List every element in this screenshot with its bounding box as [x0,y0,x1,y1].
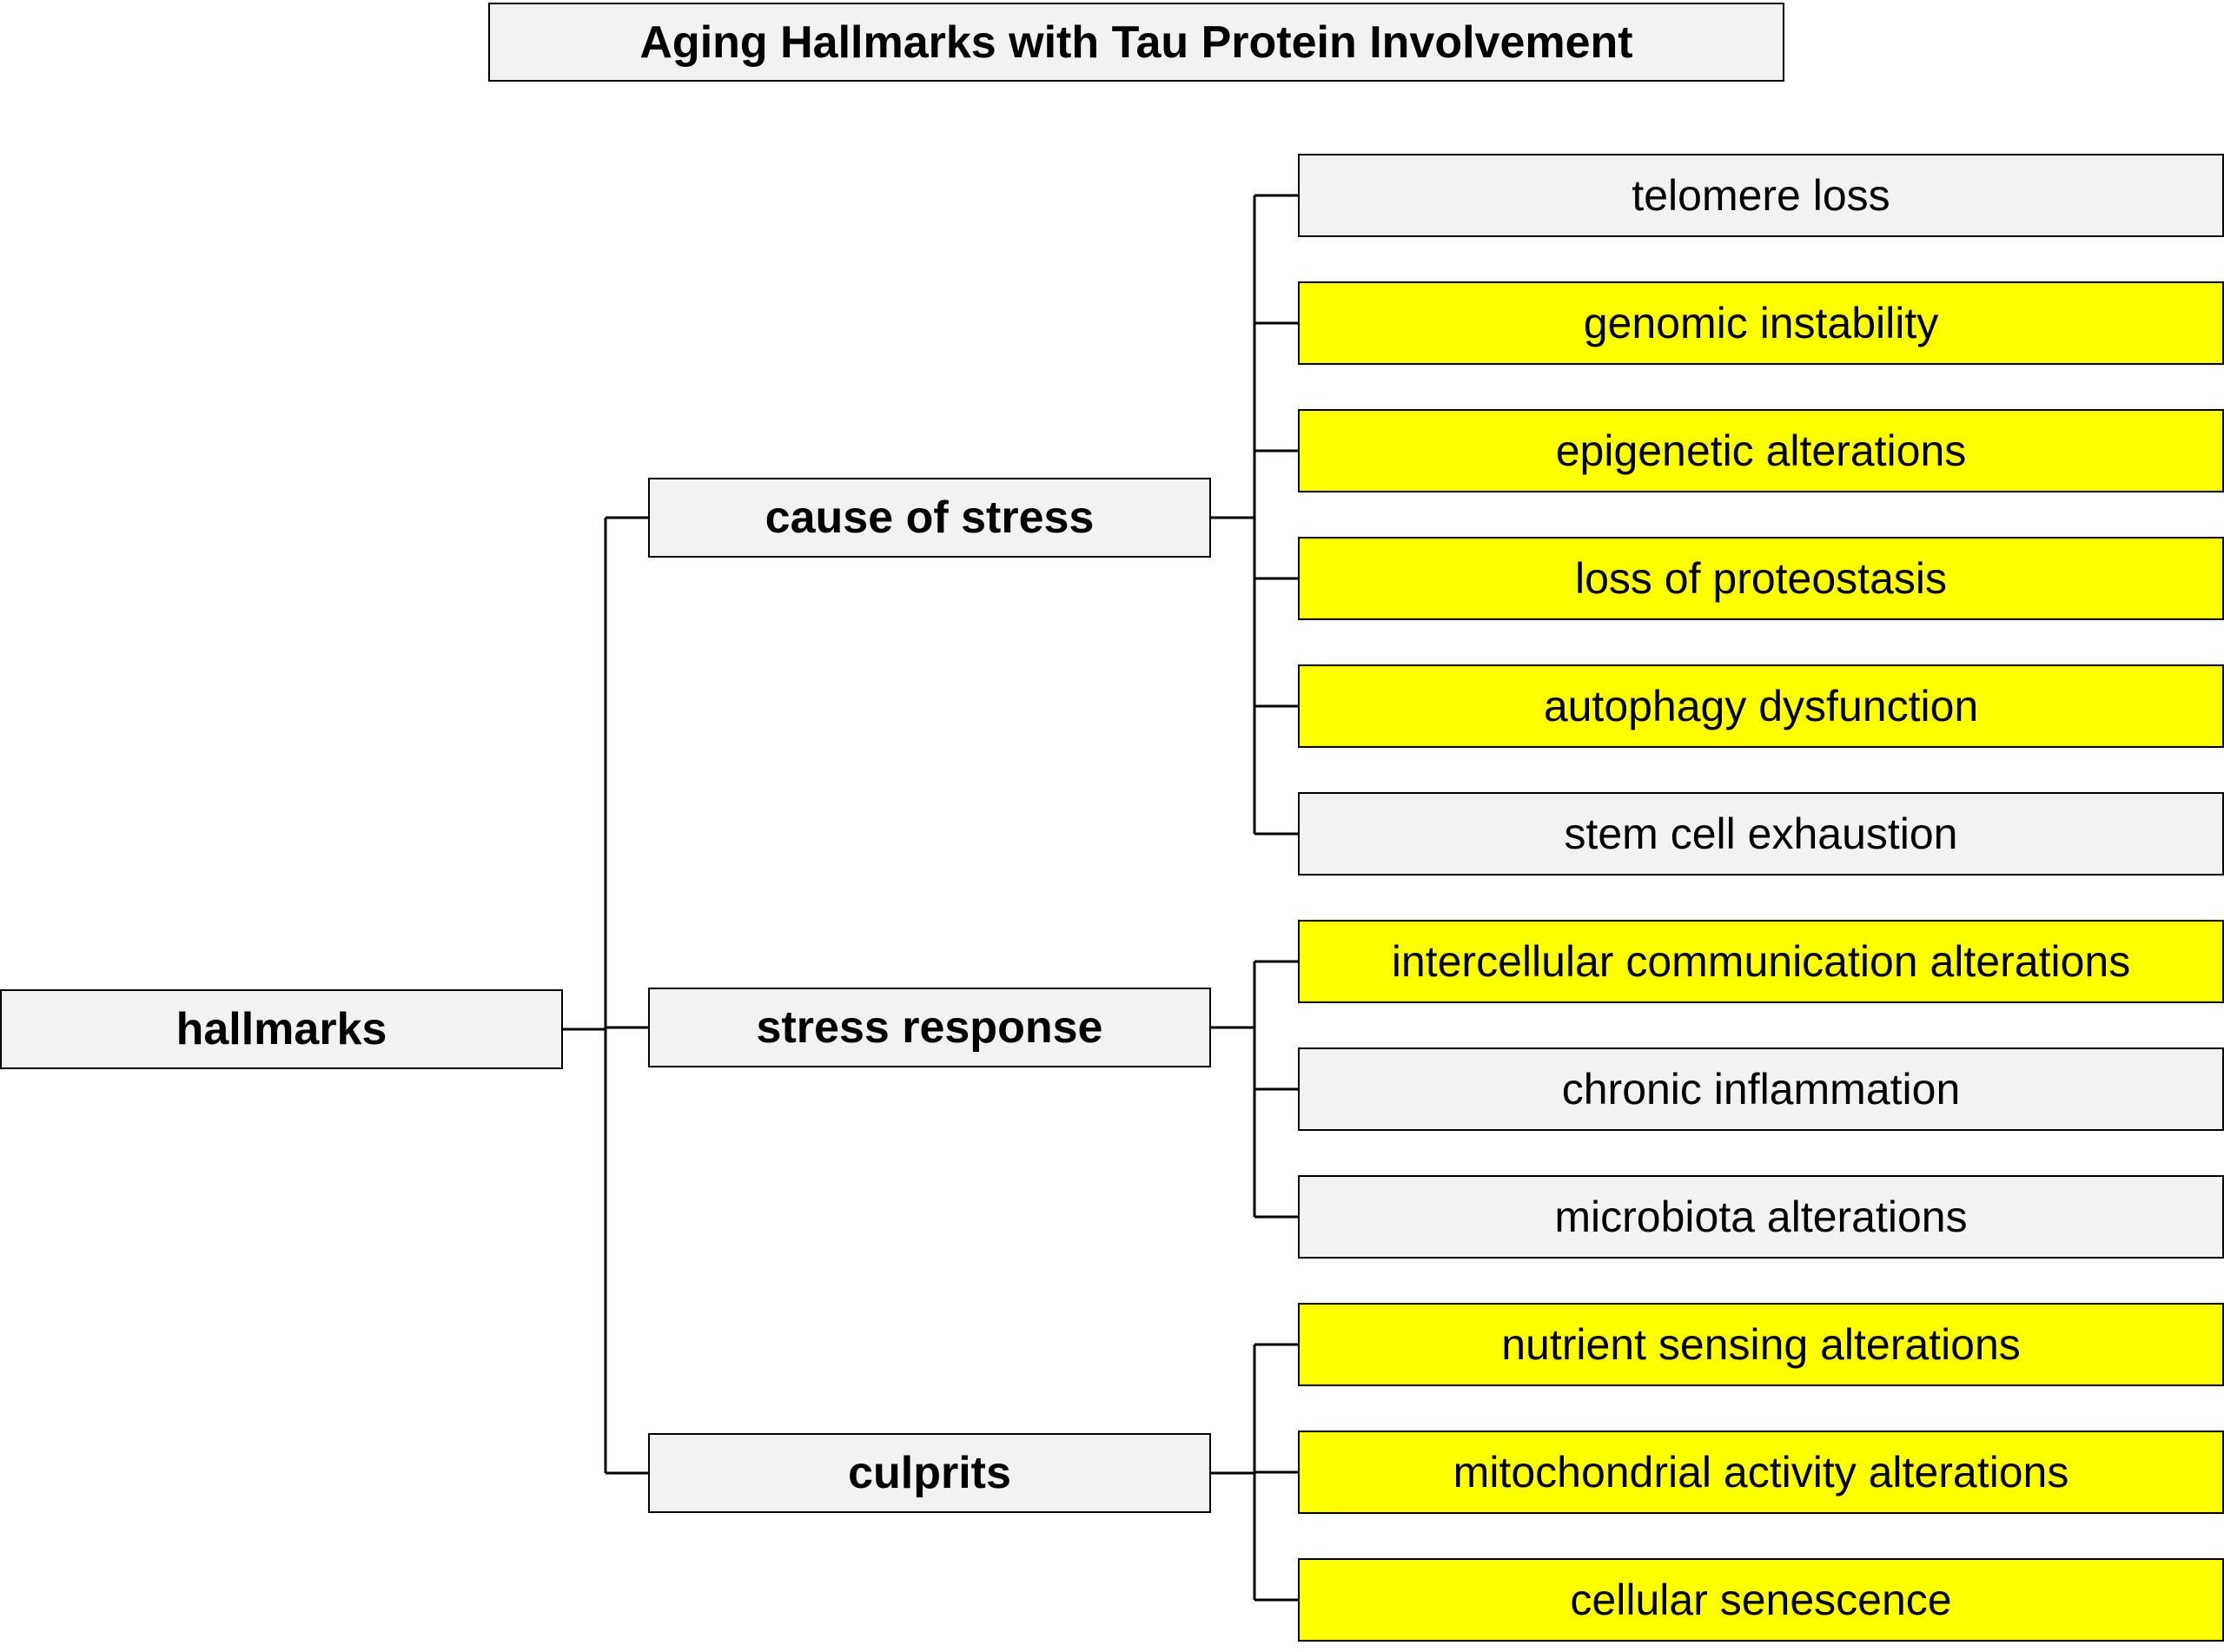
leaf-node-autophagy-dysfunction: autophagy dysfunction [1298,664,2224,748]
leaf-node-nutrient-sensing-alterations: nutrient sensing alterations [1298,1303,2224,1386]
leaf-node-chronic-inflammation: chronic inflammation [1298,1047,2224,1131]
leaf-node-stem-cell-exhaustion: stem cell exhaustion [1298,792,2224,876]
category-node-stress-response: stress response [648,988,1211,1067]
leaf-node-microbiota-alterations: microbiota alterations [1298,1175,2224,1259]
leaf-node-cellular-senescence: cellular senescence [1298,1558,2224,1642]
leaf-node-genomic-instability: genomic instability [1298,281,2224,365]
diagram-title: Aging Hallmarks with Tau Protein Involve… [488,3,1784,82]
leaf-node-mitochondrial-activity-alterations: mitochondrial activity alterations [1298,1431,2224,1514]
leaf-node-telomere-loss: telomere loss [1298,154,2224,237]
leaf-node-loss-of-proteostasis: loss of proteostasis [1298,537,2224,620]
leaf-node-epigenetic-alterations: epigenetic alterations [1298,409,2224,492]
leaf-node-intercellular-communication-alterations: intercellular communication alterations [1298,920,2224,1003]
root-node-hallmarks: hallmarks [0,989,563,1069]
category-node-culprits: culprits [648,1433,1211,1513]
category-node-cause-of-stress: cause of stress [648,478,1211,558]
